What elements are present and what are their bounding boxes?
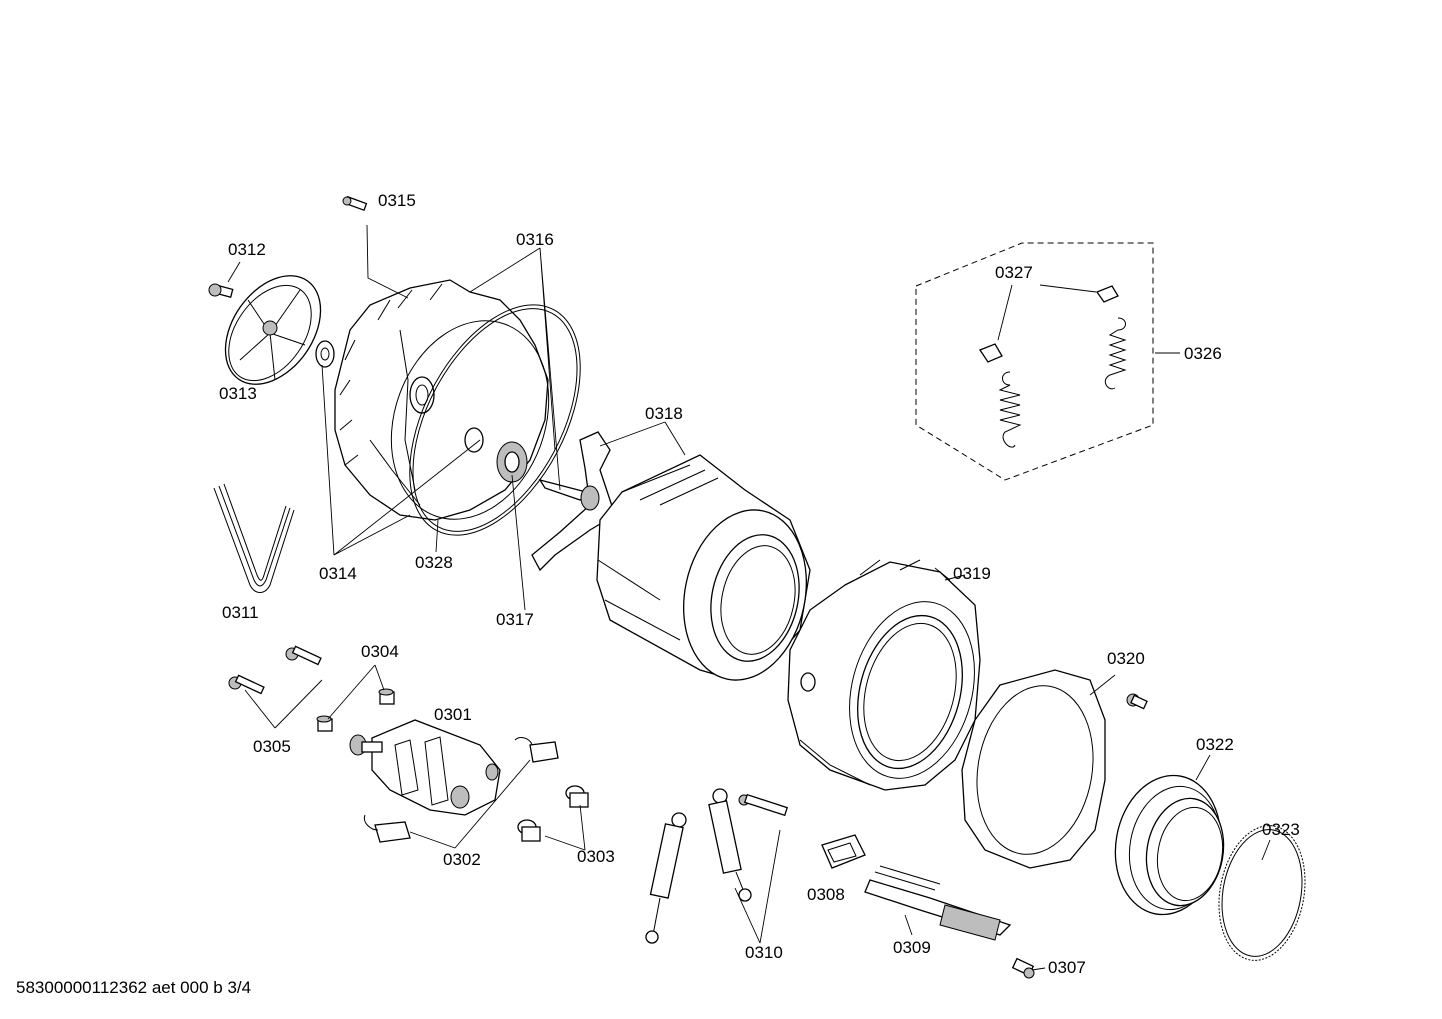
label-0316: 0316	[516, 230, 554, 249]
bracket-0308	[821, 834, 866, 869]
bushing-0303	[517, 785, 589, 842]
pulley-0313	[224, 275, 322, 385]
label-0301: 0301	[434, 705, 472, 724]
label-0312: 0312	[228, 240, 266, 259]
label-0304: 0304	[361, 642, 399, 661]
label-0307: 0307	[1048, 958, 1086, 977]
bellows-0322	[1114, 774, 1225, 916]
drive-belt-0311	[213, 483, 295, 593]
carbon-brush-0302	[363, 737, 559, 843]
screw-0305	[228, 645, 322, 695]
label-0327: 0327	[995, 263, 1033, 282]
label-0303: 0303	[577, 847, 615, 866]
label-0318: 0318	[645, 404, 683, 423]
bearing-0314	[315, 340, 335, 368]
label-0309: 0309	[893, 938, 931, 957]
label-0310: 0310	[745, 943, 783, 962]
label-0320: 0320	[1107, 649, 1145, 668]
label-0323: 0323	[1262, 820, 1300, 839]
bolt-0304	[316, 688, 395, 732]
leader-lines	[227, 224, 1271, 971]
seal-0317	[496, 441, 528, 483]
shock-absorber-0310	[645, 788, 789, 944]
motor-0301	[349, 719, 501, 816]
sensor-0307	[1011, 957, 1035, 979]
label-0302: 0302	[443, 850, 481, 869]
rear-tub-0316	[334, 279, 550, 521]
screw-0320	[1126, 693, 1148, 710]
label-0308: 0308	[807, 885, 845, 904]
label-0328: 0328	[415, 553, 453, 572]
drum-spider-0318	[531, 431, 616, 572]
label-0317: 0317	[496, 610, 534, 629]
label-0313: 0313	[219, 384, 257, 403]
label-0319: 0319	[953, 564, 991, 583]
heater-0309	[864, 865, 1012, 941]
part-labels: 0315 0312 0316 0313 0327 0326 0318 0314 …	[219, 191, 1300, 977]
label-0315: 0315	[378, 191, 416, 210]
front-tub-0319	[787, 559, 981, 791]
label-0326: 0326	[1184, 344, 1222, 363]
screw-0312	[208, 283, 234, 298]
label-0314: 0314	[319, 564, 357, 583]
document-code: 58300000112362 aet 000 b 3/4	[16, 978, 252, 997]
screw-0315	[342, 195, 368, 212]
label-0322: 0322	[1196, 735, 1234, 754]
label-0305: 0305	[253, 737, 291, 756]
clamp-ring-0323	[1218, 825, 1306, 961]
label-0311: 0311	[222, 603, 259, 622]
spring-kit-box-0326	[915, 242, 1154, 481]
counterweight-frame-0320	[961, 669, 1106, 869]
drum-0318	[596, 454, 811, 681]
